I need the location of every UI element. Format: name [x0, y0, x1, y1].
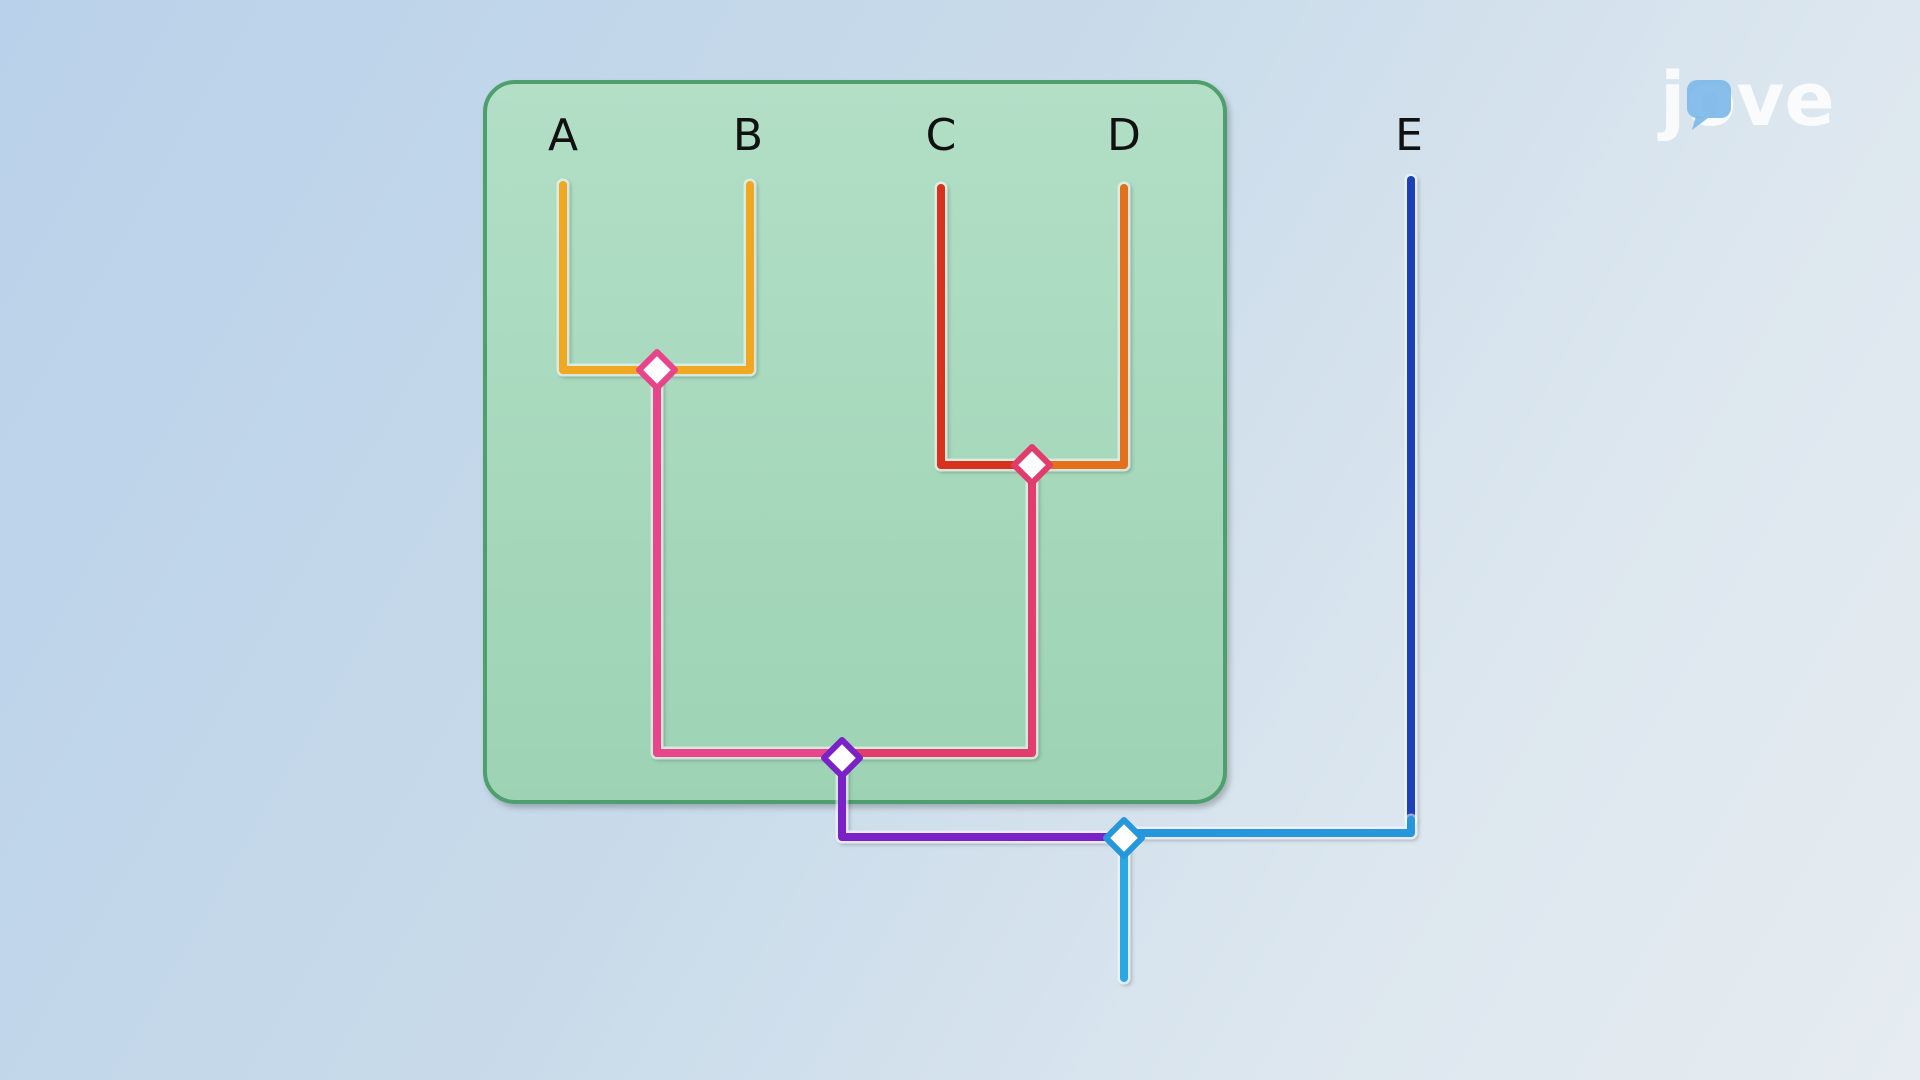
clade-group-box: [483, 80, 1227, 804]
taxon-label-e: E: [1395, 110, 1423, 161]
taxon-label-c: C: [926, 110, 957, 161]
node-abcd: [821, 737, 863, 779]
node-ab: [636, 349, 678, 391]
node-cd: [1011, 444, 1053, 486]
branch-cd: [838, 461, 1036, 757]
branch-ab: [653, 366, 846, 757]
branch-c: [937, 184, 1036, 469]
branch-abcd: [838, 749, 1128, 841]
tree-nodes: [636, 349, 1145, 859]
branch-b: [653, 181, 754, 374]
jove-logo: jove: [1657, 57, 1835, 143]
taxon-label-d: D: [1107, 110, 1141, 161]
taxon-label-a: A: [548, 110, 578, 161]
branch-a: [559, 181, 661, 374]
branch-e-join: [1120, 816, 1415, 837]
tree-branches: [556, 173, 1418, 985]
node-root: [1103, 817, 1145, 859]
logo-text: jove: [1657, 57, 1835, 143]
speech-bubble-icon: [1687, 80, 1731, 130]
branch-d: [1028, 184, 1128, 469]
taxon-label-b: B: [733, 110, 763, 161]
